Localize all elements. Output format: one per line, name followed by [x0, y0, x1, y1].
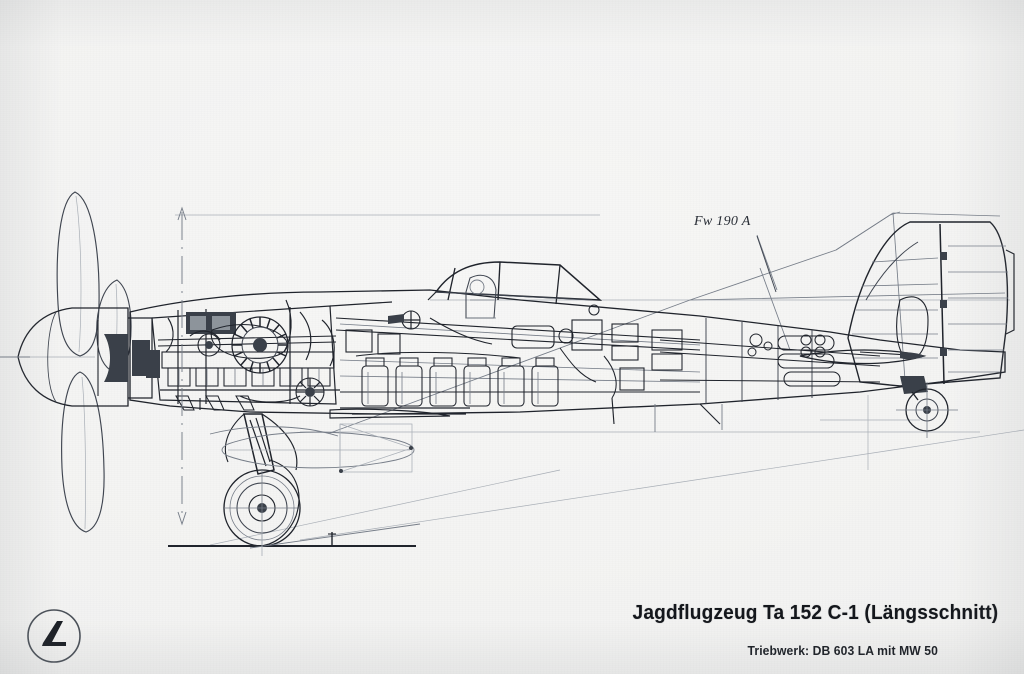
drawing-title: Jagdflugzeug Ta 152 C-1 (Längsschnitt) — [632, 601, 998, 624]
cylinder-bank — [160, 351, 340, 391]
publisher-roundel-icon — [27, 609, 81, 663]
wing-root-section — [329, 408, 451, 419]
empennage — [799, 221, 1015, 387]
drawing-subtitle: Triebwerk: DB 603 LA mit MW 50 — [747, 643, 938, 658]
supercharger — [231, 316, 289, 374]
fw190a-leader-line — [756, 235, 777, 293]
engine-installation — [146, 299, 393, 411]
vertical-fin — [847, 221, 1009, 387]
main-landing-gear — [209, 413, 339, 547]
rear-fuselage-internals — [611, 318, 881, 425]
tail-wheel-assembly — [896, 376, 958, 438]
angle-mark — [328, 532, 336, 545]
propeller-blade-upper — [56, 191, 100, 357]
fuel-tank-cells — [361, 365, 559, 407]
equipment-boxes — [345, 319, 645, 391]
construction-lines — [0, 214, 1024, 546]
cockpit-canopy — [427, 261, 603, 319]
vertical-dimension-line — [177, 206, 187, 526]
engine-drive-gears — [295, 377, 325, 407]
propeller-assembly — [17, 191, 153, 533]
tail-fittings — [747, 333, 826, 358]
oxygen-bottles — [777, 335, 841, 387]
annotation-fw190a: Fw 190 A — [694, 214, 751, 229]
fuselage-outline — [129, 289, 1006, 415]
propeller-blade-lower — [61, 371, 105, 533]
fw190a-comparison-outline — [329, 211, 1006, 434]
publisher-logo — [22, 605, 86, 672]
dimension-lines — [0, 206, 723, 556]
drop-tank-outline — [221, 423, 415, 473]
exhaust-stacks — [175, 395, 255, 411]
centre-fuselage-systems — [335, 304, 701, 415]
